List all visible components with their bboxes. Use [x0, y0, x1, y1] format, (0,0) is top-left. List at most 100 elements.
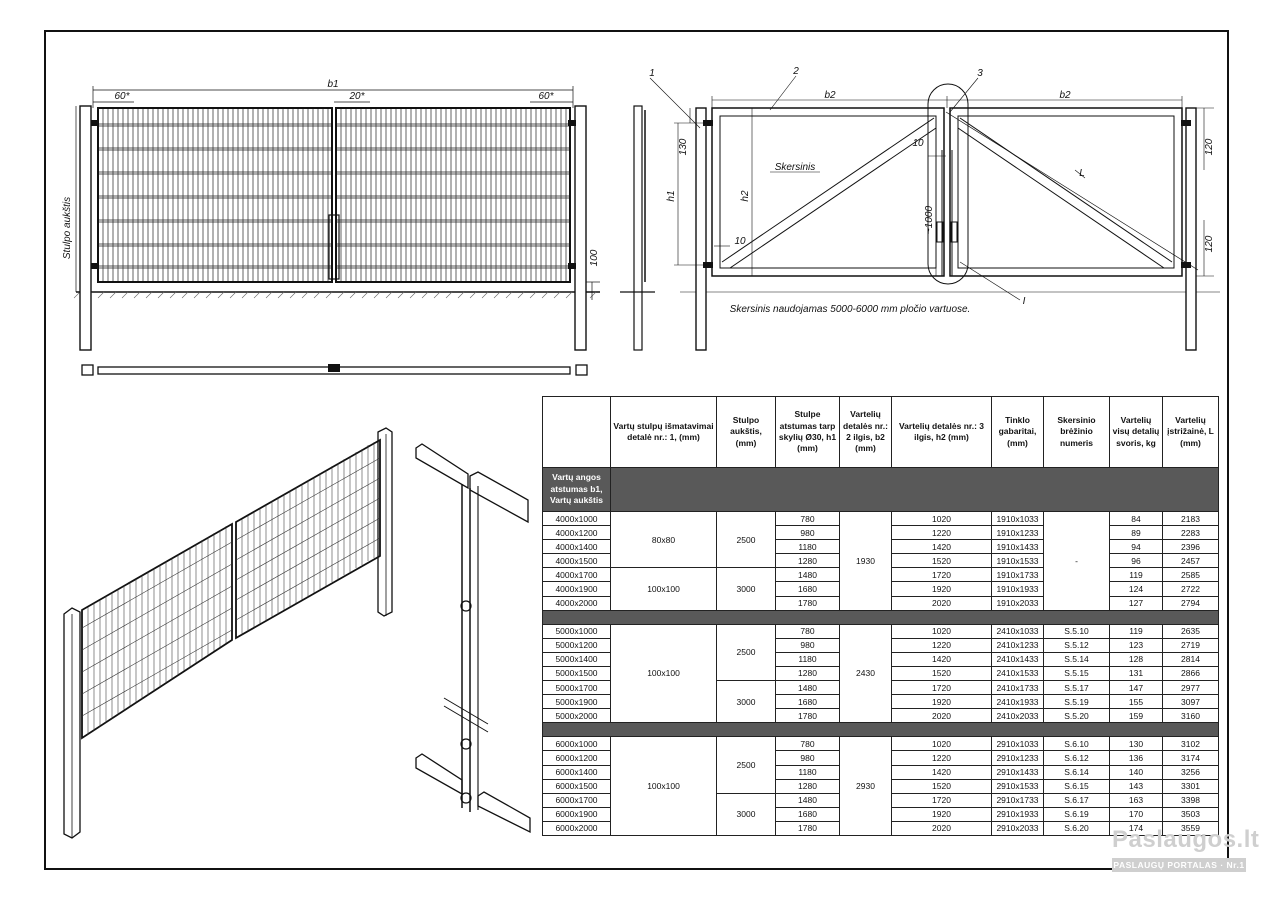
- cell-weight: 136: [1109, 750, 1163, 766]
- cell-h2: 1220: [891, 637, 992, 653]
- header-cell: Tinklo gabaritai, (mm): [991, 396, 1044, 468]
- cell-weight: 140: [1109, 764, 1163, 780]
- detail-hinge-mid: [460, 738, 472, 750]
- cell-weight: 119: [1109, 567, 1163, 583]
- cell-diagonal: 3559: [1162, 820, 1219, 836]
- cell-h1: 1280: [775, 665, 840, 682]
- cell-gate-size: 4000x1000: [542, 510, 611, 527]
- cell-crossbar: S.6.15: [1043, 778, 1110, 794]
- cell-h2: 1520: [891, 665, 992, 682]
- detail-top-beam-right: [469, 471, 529, 524]
- watermark-tagline: PASLAUGŲ PORTALAS · Nr.1: [1112, 858, 1246, 872]
- dim-10-lower: 10: [734, 236, 746, 247]
- cell-h1: 780: [775, 736, 840, 752]
- cell-mesh-size: 1910x1033: [991, 510, 1044, 527]
- cell-mesh-size: 2410x1533: [991, 665, 1044, 682]
- cell-gate-size: 6000x1400: [542, 764, 611, 780]
- detail-bottom-beam-left: [415, 753, 463, 796]
- frame-left-leaf-outer: [711, 107, 945, 277]
- cell-diagonal: 3102: [1162, 736, 1219, 752]
- header-cell: Vartelių detalės nr.: 3 ilgis, h2 (mm): [891, 396, 992, 468]
- cell-post-size: 100x100: [610, 623, 717, 724]
- cell-b2: 2430: [839, 623, 892, 724]
- cell-h1: 1780: [775, 820, 840, 836]
- cell-gate-size: 5000x1500: [542, 665, 611, 682]
- cell-mesh-size: 1910x1433: [991, 539, 1044, 555]
- center-latch: [328, 214, 340, 280]
- cell-weight: 147: [1109, 680, 1163, 696]
- cell-diagonal: 2635: [1162, 623, 1219, 639]
- iso-left-leaf: [81, 522, 233, 740]
- cell-h1: 1180: [775, 764, 840, 780]
- ground-hatch: [73, 291, 597, 299]
- group-label-fill: [610, 467, 1219, 512]
- cell-gate-size: 5000x1700: [542, 680, 611, 696]
- cell-gate-size: 4000x1200: [542, 525, 611, 541]
- cell-weight: 163: [1109, 792, 1163, 808]
- latch-detail-view: [415, 443, 531, 834]
- cell-mesh-size: 2410x1233: [991, 637, 1044, 653]
- cell-crossbar: S.5.19: [1043, 694, 1110, 710]
- cell-crossbar: S.6.14: [1043, 764, 1110, 780]
- dim-120-lower: 120: [1204, 235, 1215, 252]
- diagonal-label: L: [1079, 168, 1085, 179]
- cell-post-height: 2500: [716, 736, 776, 794]
- cell-h1: 1480: [775, 792, 840, 808]
- callout-3: 3: [977, 68, 983, 79]
- detail-callout-outline: [927, 83, 969, 285]
- cell-gate-size: 6000x2000: [542, 820, 611, 836]
- cell-h2: 1020: [891, 510, 992, 527]
- cell-mesh-size: 2410x1033: [991, 623, 1044, 639]
- iso-right-post: [377, 427, 393, 617]
- cell-mesh-size: 1910x1233: [991, 525, 1044, 541]
- dim-1000: ~1000: [924, 206, 935, 235]
- detail-hinge-top: [460, 600, 472, 612]
- cell-h2: 1220: [891, 525, 992, 541]
- cell-weight: 127: [1109, 595, 1163, 611]
- cell-h2: 1420: [891, 539, 992, 555]
- cell-crossbar: S.6.19: [1043, 806, 1110, 822]
- cell-diagonal: 3301: [1162, 778, 1219, 794]
- iso-left-mesh: [81, 526, 233, 735]
- frame-view: 1 2 3 b2 b2 130 h1 h2 10 10 ~1000 120 12…: [649, 66, 1220, 351]
- cell-mesh-size: 2910x1733: [991, 792, 1044, 808]
- cell-post-height: 3000: [716, 567, 776, 611]
- cell-h2: 1420: [891, 651, 992, 667]
- group-label: Vartų angos atstumas b1, Vartų aukštis: [542, 467, 611, 512]
- cell-h1: 980: [775, 637, 840, 653]
- header-cell: [542, 396, 611, 468]
- cell-b2: 2930: [839, 736, 892, 836]
- cell-b2: 1930: [839, 511, 892, 611]
- dim-left-gap: 60*: [114, 91, 130, 102]
- cell-h2: 1420: [891, 764, 992, 780]
- cell-crossbar: S.5.17: [1043, 680, 1110, 696]
- cell-gate-size: 4000x1400: [542, 539, 611, 555]
- cell-h1: 1680: [775, 694, 840, 710]
- cell-h1: 1280: [775, 778, 840, 794]
- crossbar-note: Skersinis naudojamas 5000-6000 mm pločio…: [730, 304, 971, 315]
- isometric-gate-view: [63, 427, 393, 839]
- cell-crossbar: S.6.20: [1043, 820, 1110, 836]
- cell-h2: 1720: [891, 792, 992, 808]
- cell-weight: 124: [1109, 581, 1163, 597]
- cell-post-height: 2500: [716, 623, 776, 682]
- cell-weight: 131: [1109, 665, 1163, 682]
- cell-h1: 980: [775, 750, 840, 766]
- dim-middle-gap: 20*: [348, 91, 365, 102]
- cell-h2: 1020: [891, 623, 992, 639]
